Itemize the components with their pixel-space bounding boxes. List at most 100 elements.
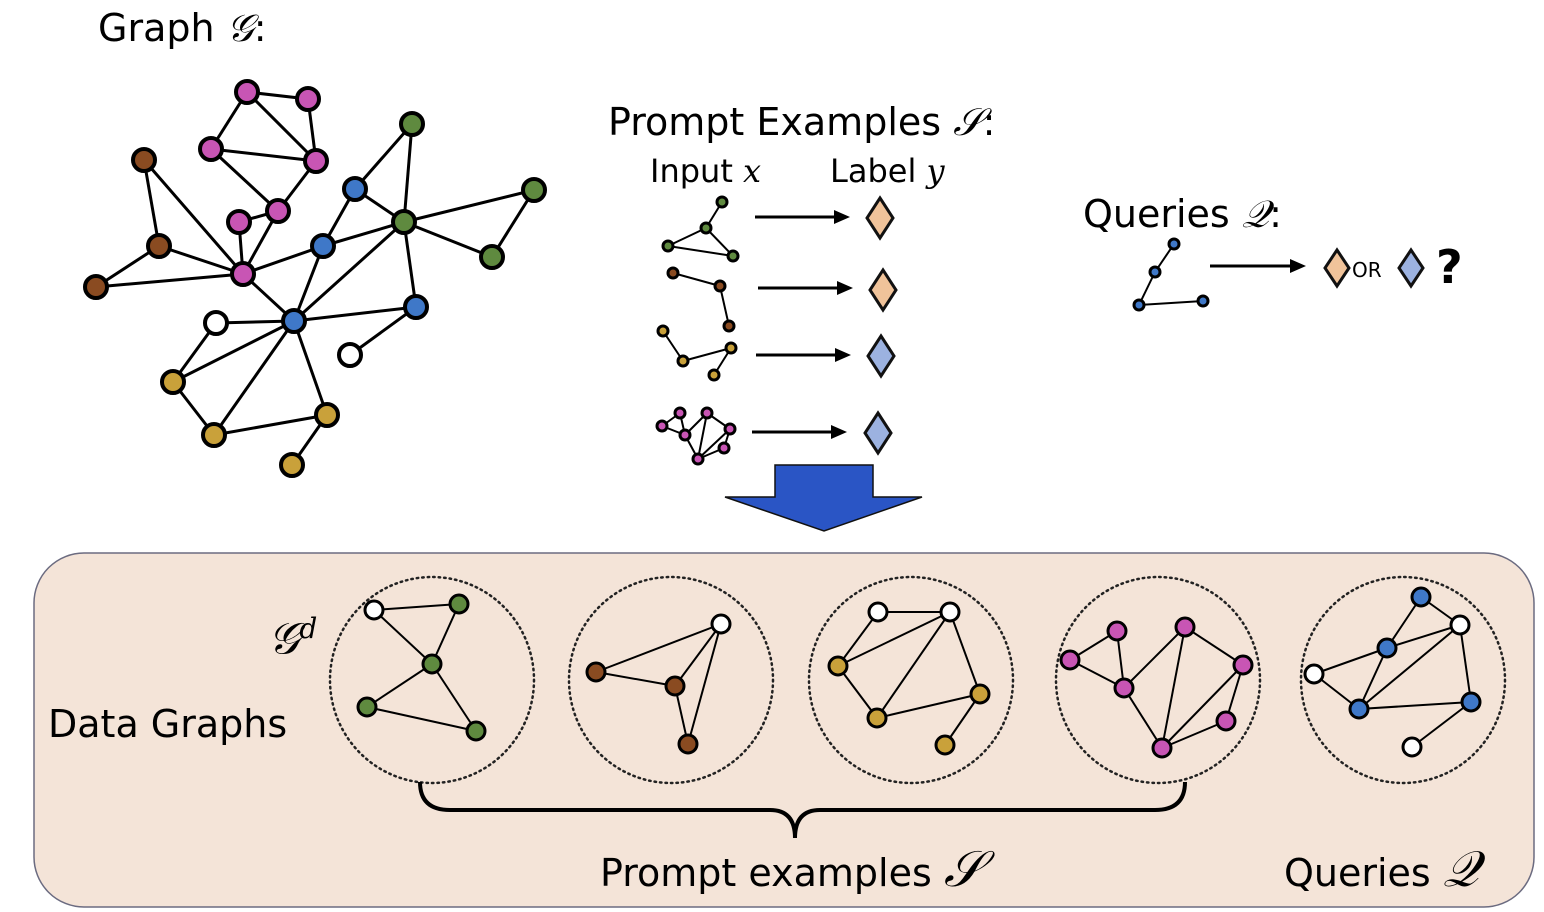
queries-label: Queries 𝒬 (1284, 840, 1479, 898)
graph-edge (158, 244, 244, 276)
graph-node-gold (160, 369, 186, 395)
graph-edge (242, 244, 324, 276)
label-diamond-orange-icon (868, 267, 898, 313)
graph-edge (293, 305, 417, 323)
graph-node-blue (281, 308, 307, 334)
question-mark: ? (1436, 240, 1463, 294)
data-graph-boundary (567, 575, 775, 785)
graph-edge (292, 220, 406, 323)
graph-node-pink (230, 261, 256, 287)
graph-node-brown (131, 147, 157, 173)
prompt-examples-label: Prompt examples 𝒮 (600, 840, 983, 898)
graph-node-green (726, 249, 740, 263)
graph-node-gold (707, 368, 721, 382)
graph-node-pink (198, 136, 224, 162)
graph-edge (490, 189, 536, 258)
graph-node-brown (664, 675, 686, 697)
graph-node-gold (314, 402, 340, 428)
graph-edge (1358, 647, 1388, 710)
graph-edge (292, 320, 329, 416)
graph-edge (674, 623, 722, 687)
graph-node-gold (969, 683, 991, 705)
graph-node-blue (1148, 265, 1162, 279)
arrows (752, 210, 1306, 439)
graph-node-white (1401, 736, 1423, 758)
data-graph-circles (328, 575, 1507, 785)
graph-edge (209, 147, 280, 213)
graph-node-gold (934, 734, 956, 756)
graph-edge (1161, 664, 1244, 749)
graph-edge (95, 272, 244, 289)
arrow-head-icon (831, 425, 847, 439)
label-y-header: Label y (830, 152, 945, 190)
graph-node-pink (717, 441, 731, 455)
graph-edge (402, 221, 418, 308)
graph-edge (687, 623, 722, 745)
graph-node-blue (403, 294, 429, 320)
graph-edge (876, 611, 951, 719)
graph-node-green (399, 111, 425, 137)
graph-node-green (699, 221, 713, 235)
graph-edge (142, 159, 245, 275)
graph-node-brown (146, 233, 172, 259)
query-graph (1132, 237, 1210, 312)
graph-node-blue (310, 233, 336, 259)
graph-node-pink (678, 428, 692, 442)
graph-edge (142, 159, 161, 247)
graph-edge (1386, 624, 1461, 649)
graph-edge (322, 220, 405, 248)
prompt-examples-title: Prompt Examples 𝒮: (608, 100, 996, 144)
graph-node-gold (866, 707, 888, 729)
graph-node-green (661, 239, 675, 253)
graph-edge (366, 663, 433, 708)
graph-edge (245, 90, 318, 163)
graph-edge (1161, 720, 1227, 749)
graph-edge (431, 663, 477, 732)
label-diamond-blue-icon (1397, 247, 1425, 289)
graph-edge (697, 412, 708, 460)
graph-node-white (867, 601, 889, 623)
prompt-examples-brace (418, 781, 1187, 839)
graph-edge (719, 285, 730, 327)
graph-edge (1138, 300, 1204, 306)
graph-node-gold (827, 655, 849, 677)
arrow-head-icon (1290, 259, 1306, 273)
graph-edge (213, 413, 328, 437)
graph-node-pink (1215, 710, 1237, 732)
graph-node-pink (700, 406, 714, 420)
graph-node-green (715, 195, 729, 209)
graph-node-pink (226, 209, 252, 235)
graph-node-green (465, 720, 487, 742)
graph-node-brown (713, 279, 727, 293)
graph-edge (949, 611, 981, 695)
graph-node-green (391, 209, 417, 235)
graph-node-brown (666, 266, 680, 280)
graph-edge (667, 227, 707, 247)
arrow-head-icon (834, 210, 850, 224)
graph-edge (172, 319, 295, 384)
graph-edge (837, 665, 878, 719)
graph-edge (212, 320, 296, 436)
graph-node-blue (342, 176, 368, 202)
graph-edge (402, 123, 414, 223)
graph-node-blue (1410, 586, 1432, 608)
graph-edge (672, 272, 721, 287)
graph-node-brown (722, 319, 736, 333)
graph-edge (366, 706, 477, 732)
graph-node-white (337, 342, 363, 368)
data-graph-boundary (328, 575, 536, 785)
graph-node-pink (1106, 620, 1128, 642)
data-graph-boundary (1054, 575, 1262, 785)
graph-edge (876, 693, 981, 719)
graph-edge (1459, 624, 1472, 703)
graph-node-blue (1376, 637, 1398, 659)
graph-node-brown (585, 661, 607, 683)
graph-edge (1313, 647, 1388, 675)
graph-node-blue (1196, 294, 1210, 308)
graph-node-pink (234, 79, 260, 105)
or-text: OR (1352, 258, 1382, 282)
data-graphs-label: Data Graphs (48, 702, 288, 746)
graph-node-green (356, 696, 378, 718)
graph-edge (595, 671, 676, 687)
